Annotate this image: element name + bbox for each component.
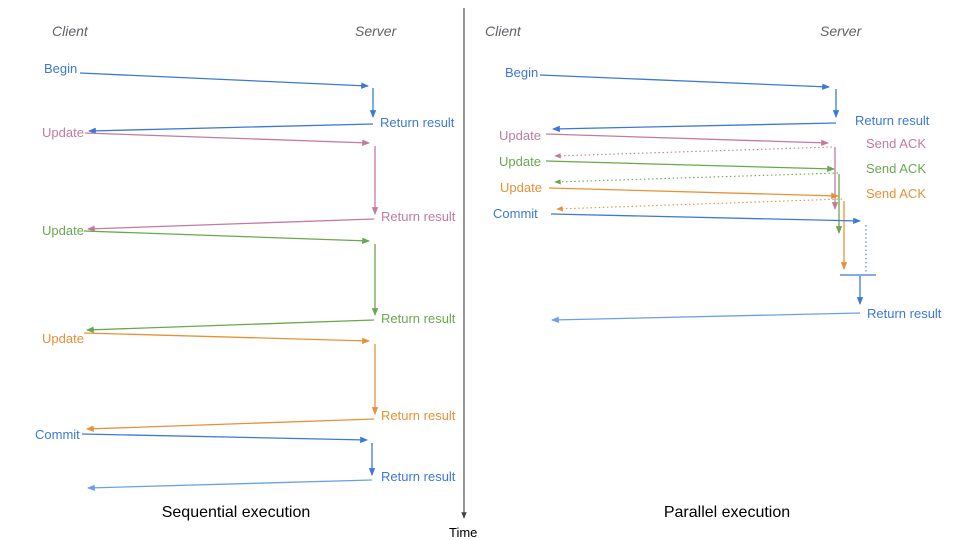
seq-update1-request-line	[84, 132, 370, 146]
par-update1-label: Update	[499, 128, 541, 143]
seq-update1-label: Update	[42, 125, 84, 140]
seq-update2-response-label: Return result	[381, 311, 456, 326]
par-commit-label: Commit	[493, 206, 538, 221]
par-commit-response-line	[551, 312, 861, 324]
par-update2-request-line	[545, 160, 835, 173]
par-update1-request-line	[545, 133, 829, 146]
seq-update3-response-line	[86, 418, 375, 432]
seq-commit-request-line	[81, 433, 368, 444]
seq-update3-request-line	[83, 332, 370, 345]
par-update3-request-line	[548, 187, 839, 200]
seq-update1-response-label: Return result	[381, 209, 456, 224]
par-server-header: Server	[820, 23, 863, 39]
par-commit-request-line	[550, 213, 861, 225]
seq-commit-response-line	[87, 479, 373, 492]
sequential-diagram: Client Server Begin Return result Update…	[35, 23, 456, 521]
par-title: Parallel execution	[664, 504, 790, 521]
seq-update3-response-label: Return result	[381, 408, 456, 423]
time-axis-label: Time	[449, 525, 477, 540]
seq-update1-response-line	[87, 218, 375, 232]
par-client-header: Client	[485, 23, 522, 39]
par-update2-label: Update	[499, 154, 541, 169]
seq-begin-label: Begin	[44, 61, 77, 76]
par-begin-response-line	[552, 122, 837, 133]
seq-begin-response-line	[88, 123, 374, 135]
seq-server-header: Server	[355, 23, 398, 39]
par-update3-ack-line	[556, 198, 843, 212]
seq-commit-label: Commit	[35, 427, 80, 442]
par-begin-response-label: Return result	[855, 113, 930, 128]
par-update3-ack-label: Send ACK	[866, 186, 926, 201]
par-update1-ack-label: Send ACK	[866, 136, 926, 151]
par-update2-ack-label: Send ACK	[866, 161, 926, 176]
seq-commit-response-label: Return result	[381, 469, 456, 484]
seq-begin-response-label: Return result	[380, 115, 455, 130]
par-update3-label: Update	[500, 180, 542, 195]
par-update2-ack-line	[554, 172, 839, 185]
seq-title: Sequential execution	[162, 504, 311, 521]
parallel-diagram: Client Server Begin Return result Update…	[485, 23, 942, 521]
seq-begin-request-line	[79, 72, 369, 89]
par-begin-label: Begin	[505, 65, 538, 80]
seq-update2-request-line	[83, 230, 370, 244]
seq-update2-response-line	[86, 319, 375, 333]
par-update1-ack-line	[554, 146, 833, 159]
par-begin-request-line	[539, 74, 830, 90]
seq-update2-label: Update	[42, 223, 84, 238]
seq-update3-label: Update	[42, 331, 84, 346]
par-commit-response-label: Return result	[867, 306, 942, 321]
seq-client-header: Client	[52, 23, 89, 39]
time-axis: Time	[449, 8, 477, 540]
